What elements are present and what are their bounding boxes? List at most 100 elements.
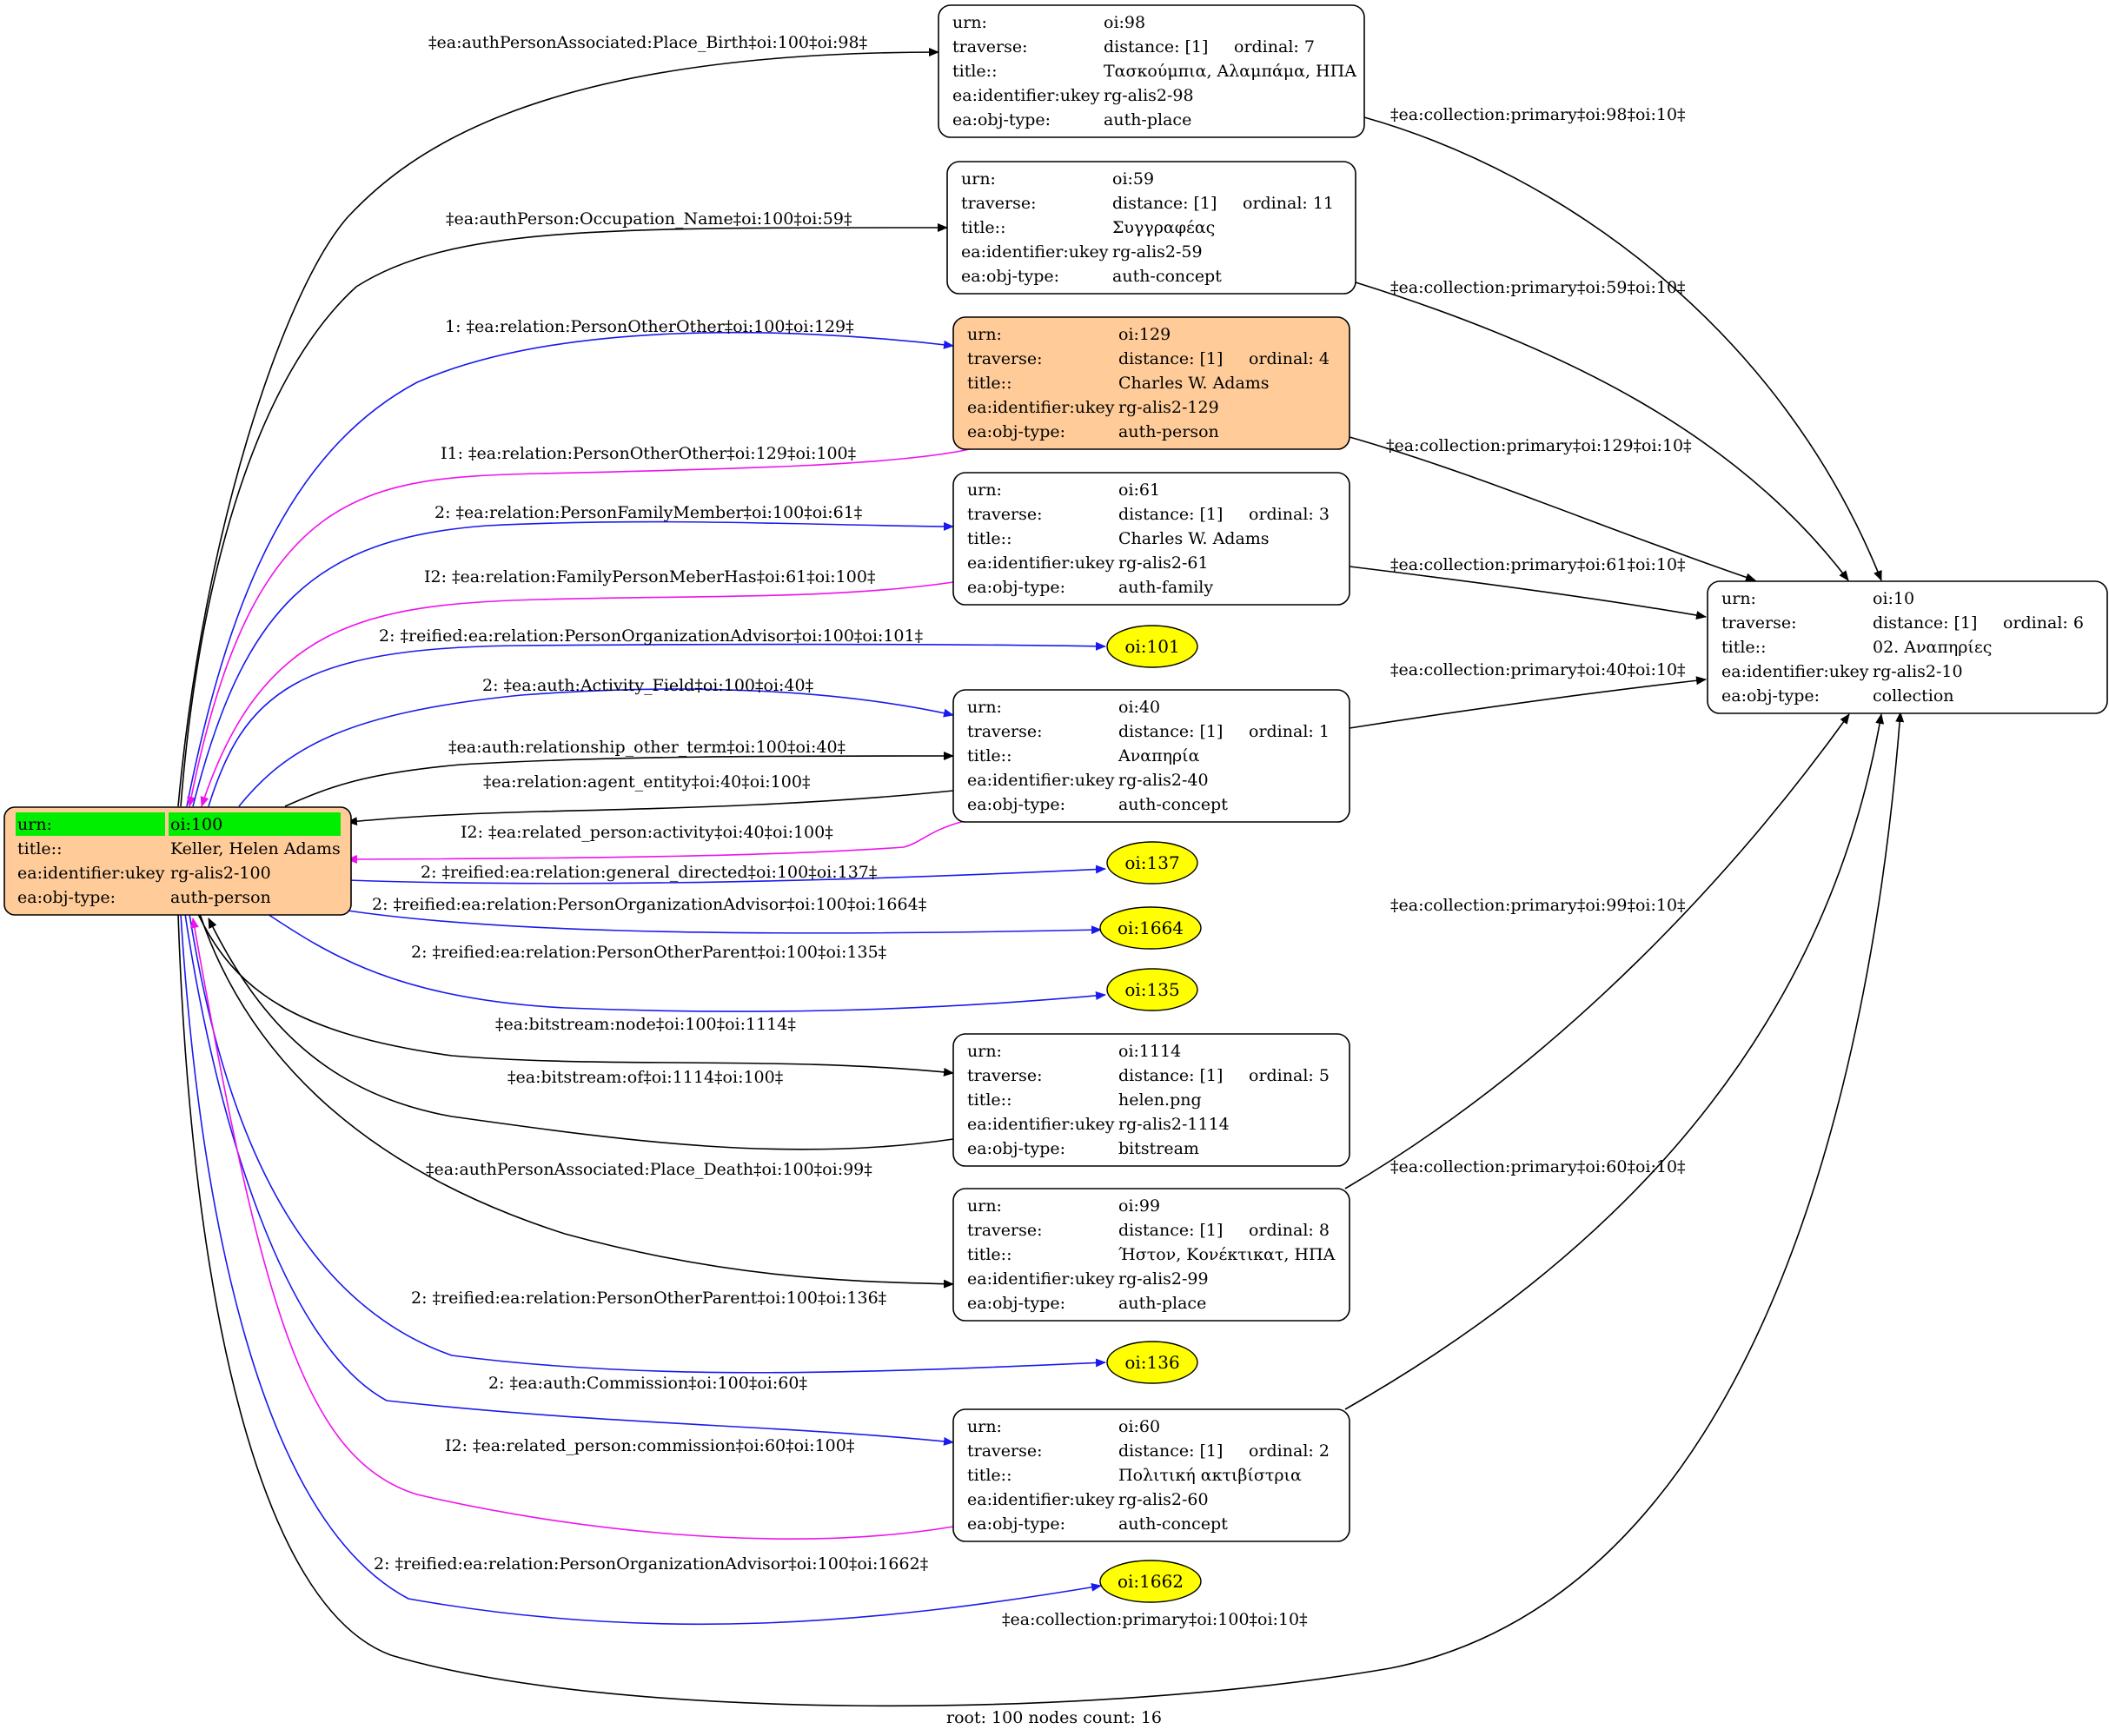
root-urn-key: urn: bbox=[17, 815, 52, 834]
record-traverse-key: traverse: bbox=[967, 722, 1043, 741]
record-ordinal-value: ordinal: 11 bbox=[1243, 194, 1334, 213]
record-urn-value: oi:10 bbox=[1873, 589, 1914, 608]
edge-label: ‡ea:authPersonAssociated:Place_Death‡oi:… bbox=[426, 1160, 872, 1179]
record-objtype-key: ea:obj-type: bbox=[967, 422, 1065, 441]
record-ukey-key: ea:identifier:ukey bbox=[967, 553, 1115, 573]
edge-label: ‡ea:relation:agent_entity‡oi:40‡oi:100‡ bbox=[483, 772, 810, 792]
record-title-value: helen.png bbox=[1118, 1090, 1202, 1110]
record-node-box bbox=[952, 689, 1350, 823]
record-ordinal-value: ordinal: 4 bbox=[1249, 349, 1330, 368]
edge-collection-root bbox=[177, 712, 1905, 1707]
record-traverse-value: distance: [1] bbox=[1873, 613, 1977, 633]
edge-commission bbox=[184, 913, 954, 1446]
record-objtype-key: ea:obj-type: bbox=[967, 1294, 1065, 1313]
record-urn-value: oi:60 bbox=[1118, 1417, 1160, 1436]
record-ukey-value: rg-alis2-129 bbox=[1118, 398, 1219, 417]
record-urn-key: urn: bbox=[961, 169, 996, 189]
root-title-key: title:: bbox=[17, 839, 62, 858]
record-traverse-value: distance: [1] bbox=[1118, 349, 1223, 368]
record-ordinal-value: ordinal: 6 bbox=[2003, 613, 2084, 633]
edge-collection-60 bbox=[1344, 713, 1885, 1410]
root-header-val-bg bbox=[169, 812, 341, 836]
record-urn-value: oi:99 bbox=[1118, 1196, 1160, 1216]
edge-inverse-family bbox=[200, 581, 954, 807]
record-objtype-value: auth-concept bbox=[1112, 267, 1222, 286]
record-title-value: Συγγραφέας bbox=[1112, 218, 1215, 237]
edge-label: ‡ea:authPersonAssociated:Place_Birth‡oi:… bbox=[428, 33, 867, 52]
record-ukey-key: ea:identifier:ukey bbox=[1721, 662, 1869, 681]
edge-inverse-commission bbox=[189, 918, 954, 1540]
oval-node[interactable]: oi:135 bbox=[1106, 968, 1198, 1011]
record-urn-key: urn: bbox=[967, 1417, 1002, 1436]
oval-node[interactable]: oi:101 bbox=[1106, 625, 1198, 668]
root-node[interactable]: urn: oi:100 title:: Keller, Helen Adams … bbox=[3, 806, 352, 916]
oval-node-shape bbox=[1099, 1560, 1202, 1603]
edge-collection-129 bbox=[1349, 436, 1756, 582]
record-objtype-value: auth-concept bbox=[1118, 795, 1228, 814]
oval-node[interactable]: oi:1664 bbox=[1099, 906, 1202, 950]
record-node-box bbox=[946, 161, 1356, 295]
record-ordinal-value: ordinal: 3 bbox=[1249, 505, 1330, 524]
edge-collection-99 bbox=[1344, 713, 1850, 1189]
oval-node-label: oi:1662 bbox=[1118, 1571, 1184, 1592]
record-node[interactable]: urn: oi:10 traverse: distance: [1] ordinal: … bbox=[1707, 580, 2108, 714]
record-traverse-key: traverse: bbox=[967, 1221, 1043, 1240]
oval-node[interactable]: oi:137 bbox=[1106, 841, 1198, 885]
edge-general-directed bbox=[347, 865, 1106, 885]
record-ordinal-value: ordinal: 5 bbox=[1249, 1066, 1330, 1085]
edge-inverse-other-other bbox=[187, 447, 974, 807]
record-ukey-value: rg-alis2-61 bbox=[1118, 553, 1209, 573]
record-traverse-key: traverse: bbox=[967, 1066, 1043, 1085]
edge-advisor-1664 bbox=[347, 910, 1102, 935]
record-node-box bbox=[952, 472, 1350, 606]
edge-label: I2: ‡ea:related_person:activity‡oi:40‡oi… bbox=[461, 823, 833, 842]
record-ukey-key: ea:identifier:ukey bbox=[967, 1269, 1115, 1289]
edge-collection-98 bbox=[1363, 116, 1882, 581]
edge-occupation bbox=[180, 222, 948, 807]
root-title-value: Keller, Helen Adams bbox=[170, 839, 341, 858]
oval-node[interactable]: oi:1662 bbox=[1099, 1560, 1202, 1603]
edge-label: ‡ea:collection:primary‡oi:61‡oi:10‡ bbox=[1390, 555, 1686, 574]
edge-label: ‡ea:collection:primary‡oi:40‡oi:10‡ bbox=[1390, 660, 1686, 679]
record-ukey-key: ea:identifier:ukey bbox=[967, 398, 1115, 417]
record-title-key: title:: bbox=[967, 1090, 1011, 1110]
root-objtype-key: ea:obj-type: bbox=[17, 888, 116, 907]
edge-advisor-101 bbox=[208, 641, 1106, 807]
record-objtype-key: ea:obj-type: bbox=[967, 1514, 1065, 1534]
record-ordinal-value: ordinal: 8 bbox=[1249, 1221, 1330, 1240]
root-urn-value: oi:100 bbox=[170, 815, 222, 834]
record-title-key: title:: bbox=[967, 1466, 1011, 1485]
record-objtype-value: collection bbox=[1873, 686, 1954, 706]
record-ordinal-value: ordinal: 7 bbox=[1234, 37, 1315, 56]
record-objtype-value: bitstream bbox=[1118, 1139, 1199, 1158]
edge-label: 2: ‡ea:relation:PersonFamilyMember‡oi:10… bbox=[434, 503, 862, 522]
record-traverse-key: traverse: bbox=[1721, 613, 1797, 633]
record-traverse-value: distance: [1] bbox=[1118, 505, 1223, 524]
edge-label: ‡ea:bitstream:of‡oi:1114‡oi:100‡ bbox=[507, 1068, 783, 1087]
oval-node[interactable]: oi:136 bbox=[1106, 1341, 1198, 1384]
edge-relationship-other-term bbox=[284, 752, 954, 807]
record-title-value: Charles W. Adams bbox=[1118, 529, 1270, 548]
record-title-key: title:: bbox=[1721, 638, 1766, 657]
record-urn-key: urn: bbox=[1721, 589, 1756, 608]
edge-advisor-1662 bbox=[180, 913, 1102, 1626]
record-traverse-value: distance: [1] bbox=[1118, 722, 1223, 741]
edge-label: ‡ea:collection:primary‡oi:100‡oi:10‡ bbox=[1002, 1610, 1308, 1629]
record-traverse-key: traverse: bbox=[967, 505, 1043, 524]
edge-parent-135 bbox=[264, 911, 1106, 1012]
edge-parent-136 bbox=[189, 913, 1106, 1374]
record-traverse-value: distance: [1] bbox=[1104, 37, 1208, 56]
record-ukey-value: rg-alis2-60 bbox=[1118, 1490, 1209, 1509]
record-urn-key: urn: bbox=[967, 325, 1002, 344]
record-objtype-key: ea:obj-type: bbox=[967, 578, 1065, 597]
record-urn-value: oi:59 bbox=[1112, 169, 1154, 189]
record-title-value: Πολιτική ακτιβίστρια bbox=[1118, 1466, 1302, 1485]
